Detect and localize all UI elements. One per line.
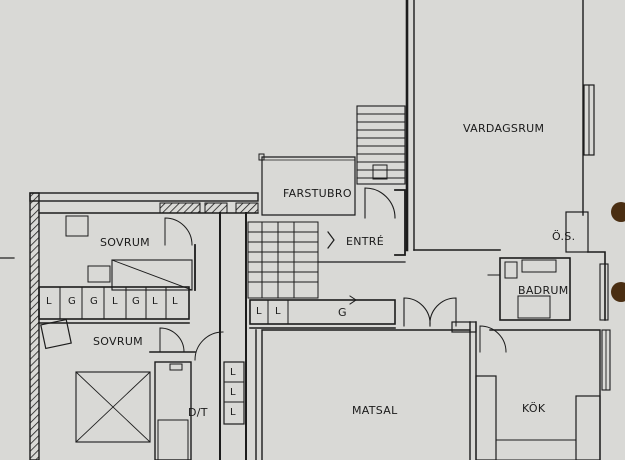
- room-label-dt: D/T: [188, 406, 208, 419]
- room-label-g: G: [338, 306, 347, 319]
- closet-label: L: [256, 306, 262, 317]
- closet-label: L: [152, 296, 158, 307]
- room-label-entre: ENTRÉ: [346, 235, 384, 248]
- closet-label: L: [230, 387, 236, 398]
- room-label-sovrum-upper: SOVRUM: [100, 236, 150, 249]
- upper-bedroom-wardrobe: [65, 215, 89, 237]
- closet-label: L: [275, 306, 281, 317]
- dining-double-door: [403, 297, 457, 327]
- basement-stairs: [247, 221, 319, 299]
- closet-label: L: [172, 296, 178, 307]
- closet-label: G: [90, 296, 98, 307]
- os-wardrobe: [565, 211, 589, 253]
- closet-column: [223, 361, 245, 425]
- closet-row: [38, 286, 190, 320]
- bathroom: [499, 257, 571, 321]
- upper-bedroom-door: [164, 217, 193, 246]
- room-label-os: Ö.S.: [552, 230, 576, 243]
- kitchen-counter: [475, 375, 497, 460]
- room-label-kok: KÖK: [522, 402, 546, 415]
- room-label-vardagsrum: VARDAGSRUM: [463, 122, 545, 135]
- bed-upper: [111, 259, 193, 291]
- closet-label: G: [132, 296, 140, 307]
- entrance-door: [364, 187, 396, 219]
- closet-label: L: [230, 407, 236, 418]
- hall-closets: [249, 299, 396, 325]
- staircase: [356, 105, 406, 185]
- lower-bedroom-desk: [40, 318, 72, 350]
- room-label-badrum: BADRUM: [518, 284, 569, 297]
- closet-label: L: [230, 367, 236, 378]
- lower-bedroom-door: [159, 327, 185, 353]
- bed-lower: [75, 371, 151, 443]
- closet-label: L: [46, 296, 52, 307]
- punch-hole-top: [611, 202, 625, 222]
- porch-outline: [261, 156, 356, 216]
- closet-label: G: [68, 296, 76, 307]
- room-label-matsal: MATSAL: [352, 404, 398, 417]
- closet-label: L: [112, 296, 118, 307]
- dining-room-walls: [255, 329, 471, 460]
- room-label-sovrum-lower: SOVRUM: [93, 335, 143, 348]
- dt-room: [154, 361, 192, 460]
- room-label-farstubro: FARSTUBRO: [283, 187, 352, 200]
- outer-wall-top-left: [29, 192, 259, 202]
- bathroom-door: [479, 325, 507, 353]
- punch-hole-bottom: [611, 282, 625, 302]
- outer-wall-left: [29, 192, 40, 460]
